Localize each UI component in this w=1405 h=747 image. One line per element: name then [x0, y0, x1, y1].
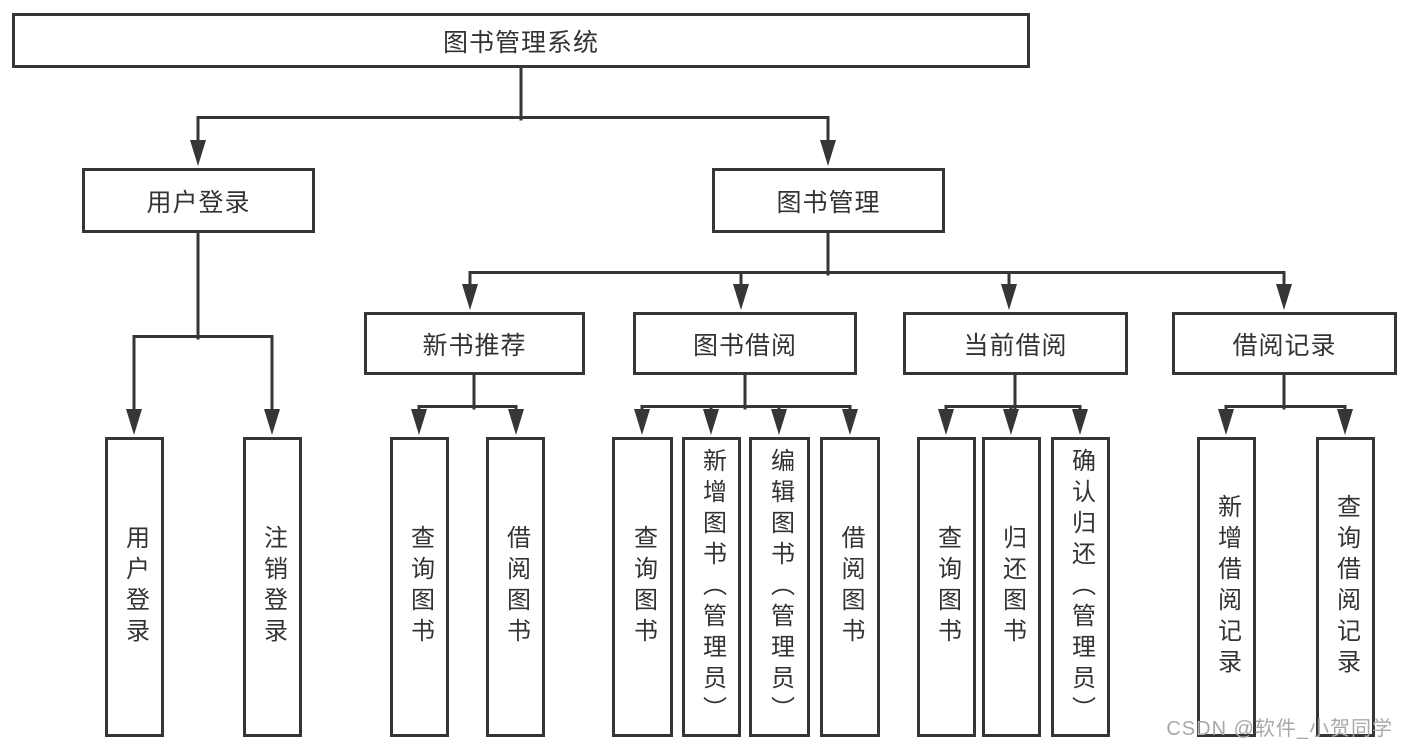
leaf-ns-query-books: 查询图书: [390, 437, 449, 737]
arrowheads: [126, 116, 1353, 435]
leaf-jy-borrow-books: 借阅图书: [820, 437, 880, 737]
leaf-dq-confirm-return-admin-label: 确认归还（管理员）: [1067, 447, 1095, 727]
leaf-ns-borrow-books: 借阅图书: [486, 437, 545, 737]
leaf-ns-borrow-books-label: 借阅图书: [502, 525, 530, 649]
leaf-jy-add-books-admin-label: 新增图书（管理员）: [698, 447, 726, 727]
node-book-borrow: 图书借阅: [633, 312, 857, 375]
node-new-book-recommend: 新书推荐: [364, 312, 585, 375]
leaf-jy-borrow-books-label: 借阅图书: [837, 525, 864, 649]
leaf-logout-label: 注销登录: [259, 525, 287, 649]
watermark: CSDN @软件_小贺同学: [1166, 718, 1393, 740]
node-user-login: 用户登录: [82, 168, 315, 233]
leaf-dq-return-books: 归还图书: [982, 437, 1041, 737]
node-current-borrow: 当前借阅: [903, 312, 1128, 375]
leaf-dq-query-books-label: 查询图书: [933, 525, 961, 649]
leaf-jy-query-books: 查询图书: [612, 437, 673, 737]
leaf-dq-confirm-return-admin: 确认归还（管理员）: [1051, 437, 1110, 737]
leaf-logout: 注销登录: [243, 437, 302, 737]
leaf-jl-add-borrow-record: 新增借阅记录: [1197, 437, 1256, 737]
leaf-dq-return-books-label: 归还图书: [998, 525, 1026, 649]
leaf-ns-query-books-label: 查询图书: [406, 525, 434, 649]
leaf-user-login-label: 用户登录: [121, 525, 149, 649]
leaf-user-login: 用户登录: [105, 437, 164, 737]
node-root: 图书管理系统: [12, 13, 1030, 68]
leaf-jy-query-books-label: 查询图书: [629, 525, 657, 649]
node-borrow-records: 借阅记录: [1172, 312, 1397, 375]
leaf-jl-query-borrow-record: 查询借阅记录: [1316, 437, 1375, 737]
leaf-jy-add-books-admin: 新增图书（管理员）: [682, 437, 741, 737]
node-book-management: 图书管理: [712, 168, 945, 233]
leaf-jl-add-borrow-record-label: 新增借阅记录: [1213, 494, 1241, 680]
leaf-jy-edit-books-admin-label: 编辑图书（管理员）: [766, 447, 794, 727]
leaf-jl-query-borrow-record-label: 查询借阅记录: [1332, 494, 1360, 680]
leaf-jy-edit-books-admin: 编辑图书（管理员）: [749, 437, 810, 737]
leaf-dq-query-books: 查询图书: [917, 437, 976, 737]
